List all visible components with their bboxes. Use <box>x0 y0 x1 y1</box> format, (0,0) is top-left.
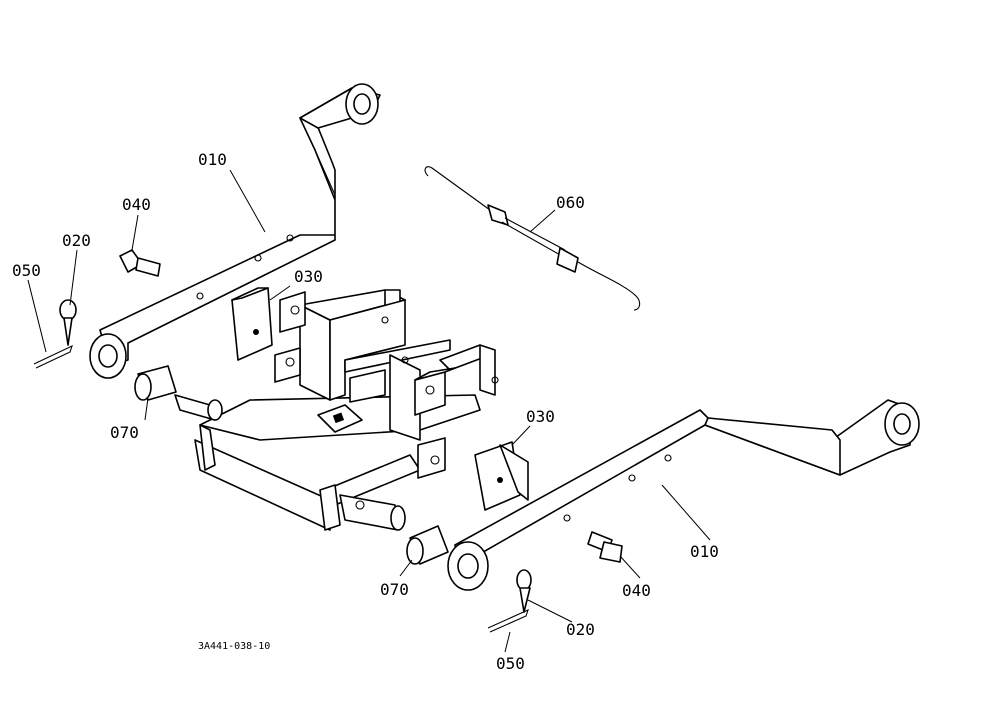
collar-left <box>134 365 177 401</box>
lower-link-left <box>89 83 381 379</box>
spring <box>424 166 641 311</box>
callout-010-right: 010 <box>690 542 719 561</box>
cotter-pin-right <box>487 608 529 633</box>
clevis-pin-right <box>516 569 532 613</box>
callout-070-right: 070 <box>380 580 409 599</box>
drawing-code: 3A441-038-10 <box>198 641 270 652</box>
callout-060: 060 <box>556 193 585 212</box>
callout-040-right: 040 <box>622 581 651 600</box>
bolt-left <box>119 249 161 277</box>
callout-070-left: 070 <box>110 423 139 442</box>
lower-link-right <box>447 399 920 591</box>
bolt-right <box>587 531 623 563</box>
collar-right <box>406 525 449 565</box>
clevis-pin-left <box>59 299 77 346</box>
hitch-frame <box>174 289 499 531</box>
callout-040-left: 040 <box>122 195 151 214</box>
callout-050-left: 050 <box>12 261 41 280</box>
stopper-right <box>474 441 529 511</box>
callout-010-left: 010 <box>198 150 227 169</box>
stopper-left <box>231 287 273 361</box>
callout-030-right: 030 <box>526 407 555 426</box>
leader-lines <box>27 169 711 653</box>
callout-020-left: 020 <box>62 231 91 250</box>
callout-030-left: 030 <box>294 267 323 286</box>
callout-050-right: 050 <box>496 654 525 673</box>
cotter-pin-left <box>33 344 73 369</box>
callout-020-right: 020 <box>566 620 595 639</box>
